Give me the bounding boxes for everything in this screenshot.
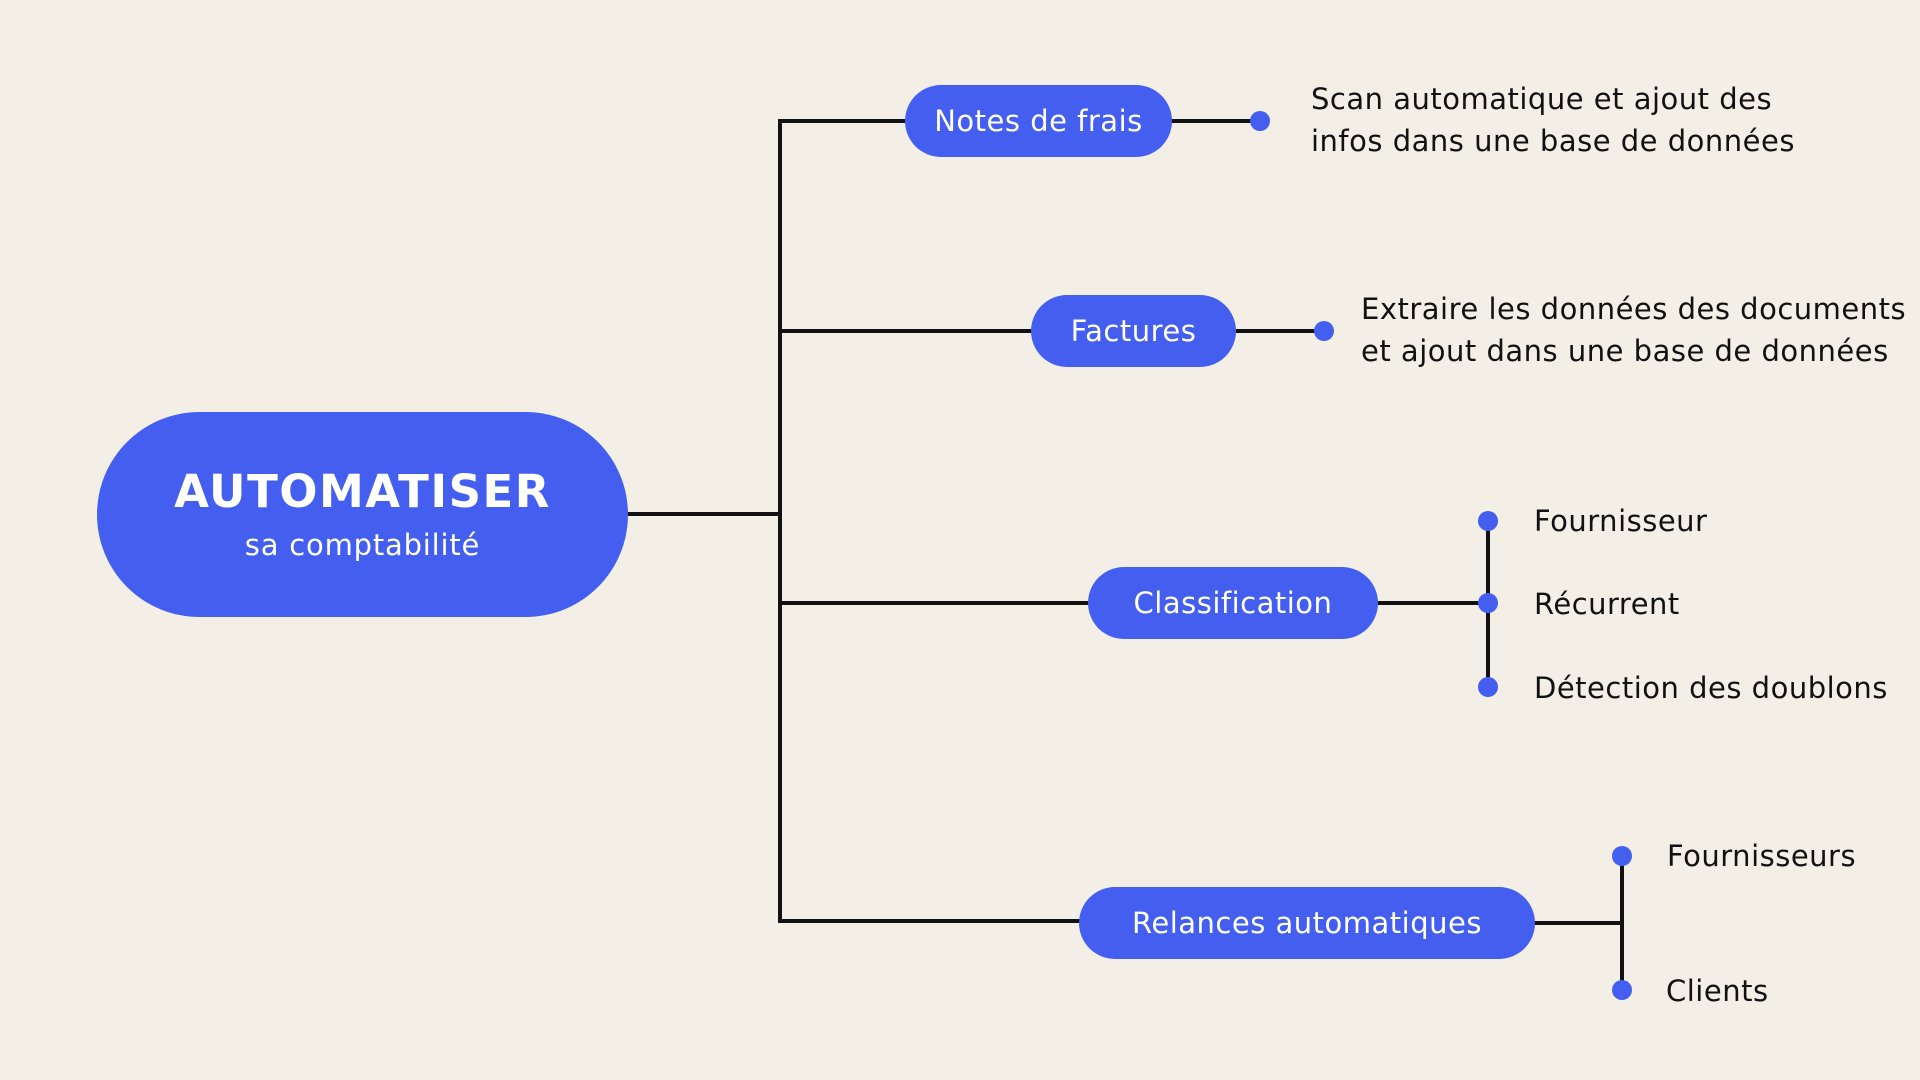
branch-node-classification: Classification [1088,567,1378,639]
dot-notes [1250,111,1270,131]
dot-clients [1612,980,1632,1000]
branch-node-factures: Factures [1031,295,1236,367]
factures-detail-line-1: Extraire les données des documents [1361,292,1907,326]
dot-factures [1314,321,1334,341]
dot-doublons [1478,677,1498,697]
dot-recurrent [1478,593,1498,613]
classification-item-recurrent: Récurrent [1534,587,1680,621]
branch-node-notes-de-frais: Notes de frais [905,85,1172,157]
factures-detail-line-2: et ajout dans une base de données [1361,334,1889,368]
branch-node-relances-automatiques: Relances automatiques [1079,887,1535,959]
relances-item-fournisseurs: Fournisseurs [1667,839,1857,873]
dot-fournisseur [1478,511,1498,531]
relances-item-clients: Clients [1666,974,1769,1008]
factures-detail-text: Extraire les données des documents et aj… [1361,288,1906,372]
notes-detail-line-2: infos dans une base de données [1311,124,1795,158]
root-node: AUTOMATISER sa comptabilité [97,412,628,617]
dot-fournisseurs [1612,846,1632,866]
root-subtitle: sa comptabilité [244,528,481,563]
root-title: AUTOMATISER [174,464,551,518]
notes-detail-text: Scan automatique et ajout des infos dans… [1311,78,1795,162]
classification-item-fournisseur: Fournisseur [1534,504,1708,538]
notes-detail-line-1: Scan automatique et ajout des [1311,82,1773,116]
classification-item-doublons: Détection des doublons [1534,671,1888,705]
